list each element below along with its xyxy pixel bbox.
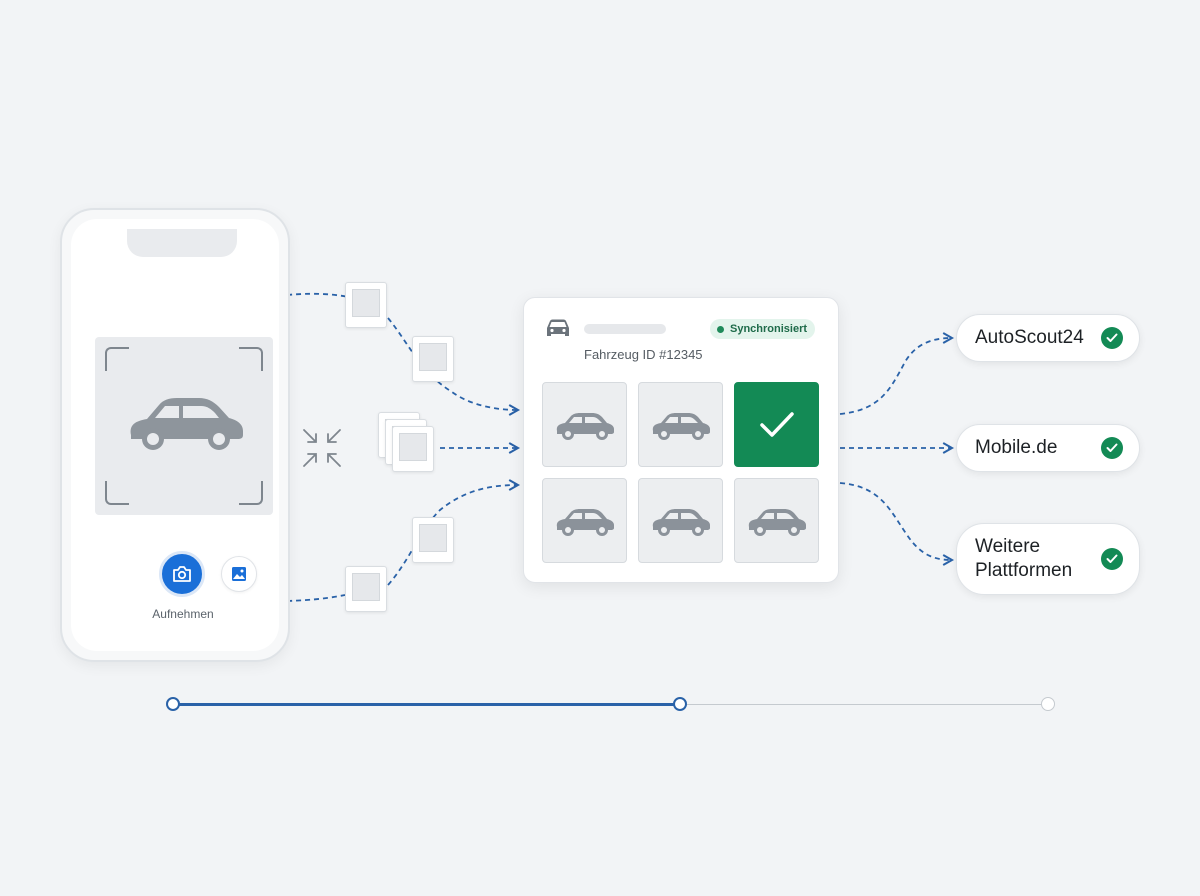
vehicle-card: Synchronisiert Fahrzeug ID #12345 <box>523 297 839 583</box>
capture-button[interactable] <box>159 551 205 597</box>
check-icon <box>1101 548 1123 570</box>
car-icon <box>130 398 243 450</box>
platform-weitere-plattformen[interactable]: Weitere Plattformen <box>956 523 1140 595</box>
connector-photo-bottom-to-card <box>387 479 521 586</box>
connector-phone-to-photo-bottom <box>286 594 346 602</box>
photo-tile[interactable] <box>734 478 819 563</box>
phone-notch <box>127 229 237 257</box>
status-badge: Synchronisiert <box>710 319 816 339</box>
camera-viewfinder <box>95 337 273 515</box>
progress-step <box>166 697 180 711</box>
connector-card-to-weitere <box>839 482 955 566</box>
photo-tile[interactable] <box>638 478 723 563</box>
smartphone: Aufnehmen <box>60 208 290 662</box>
viewfinder-corner <box>239 347 263 371</box>
photo-thumbnail <box>345 282 387 328</box>
phone-screen: Aufnehmen <box>71 219 279 651</box>
car-icon <box>652 412 710 440</box>
camera-icon <box>173 566 191 582</box>
gallery-button[interactable] <box>221 556 257 592</box>
connector-card-to-autoscout <box>839 332 955 415</box>
photo-tile[interactable] <box>638 382 723 467</box>
photo-thumbnail <box>412 336 454 382</box>
photo-tile-selected[interactable] <box>734 382 819 467</box>
progress-remaining <box>680 704 1048 705</box>
car-icon <box>547 319 569 336</box>
photo-grid <box>542 382 820 564</box>
check-icon <box>1101 327 1123 349</box>
check-icon <box>1101 437 1123 459</box>
progress-step <box>673 697 687 711</box>
viewfinder-corner <box>105 481 129 505</box>
progress-step <box>1041 697 1055 711</box>
viewfinder-corner <box>239 481 263 505</box>
platform-mobile-de[interactable]: Mobile.de <box>956 424 1140 472</box>
car-icon <box>556 508 614 536</box>
status-label: Synchronisiert <box>730 323 808 335</box>
car-icon <box>556 412 614 440</box>
photo-tile[interactable] <box>542 478 627 563</box>
car-icon <box>748 508 806 536</box>
gallery-icon <box>232 567 246 581</box>
status-dot <box>717 325 724 333</box>
photo-thumbnail <box>345 566 387 612</box>
platform-name: Weitere Plattformen <box>975 536 1073 581</box>
capture-label: Aufnehmen <box>152 607 214 621</box>
compress-icon <box>303 429 341 467</box>
title-placeholder <box>584 324 666 334</box>
platform-name: Mobile.de <box>975 437 1058 458</box>
photo-thumbnail <box>412 517 454 563</box>
platform-name: AutoScout24 <box>975 327 1084 348</box>
progress-completed <box>172 703 680 706</box>
connector-photo-top-to-card <box>387 317 521 416</box>
vehicle-id: Fahrzeug ID #12345 <box>584 347 703 362</box>
photo-thumbnail-stack <box>392 426 434 472</box>
check-icon <box>759 411 794 437</box>
viewfinder-corner <box>105 347 129 371</box>
car-icon <box>652 508 710 536</box>
photo-tile[interactable] <box>542 382 627 467</box>
platform-autoscout24[interactable]: AutoScout24 <box>956 314 1140 362</box>
